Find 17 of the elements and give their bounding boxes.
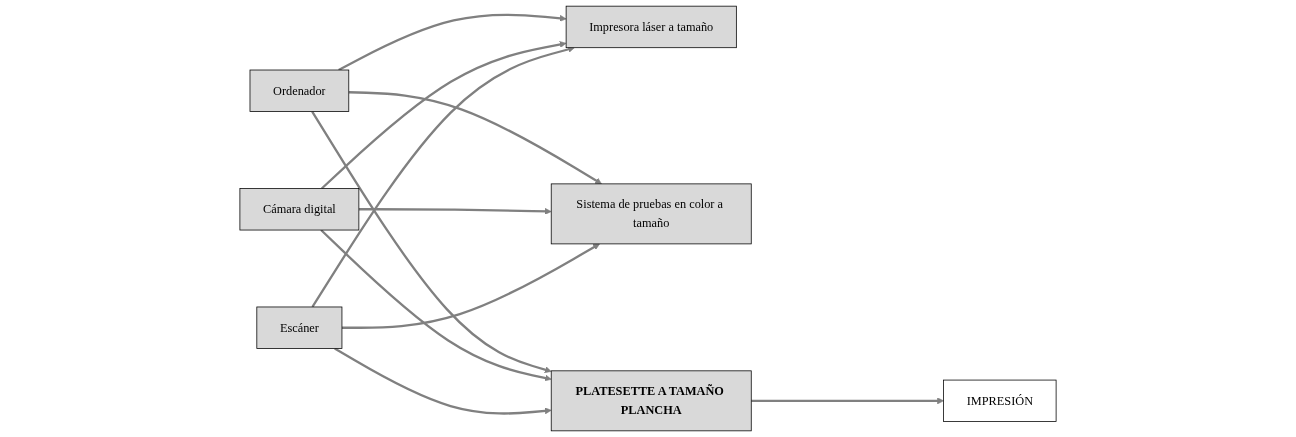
arrow — [348, 91, 602, 185]
arrow — [311, 110, 552, 373]
arrow — [358, 208, 552, 215]
arrow — [751, 397, 944, 405]
node-box: Impresora láser a tamaño — [565, 5, 737, 49]
arrow — [320, 41, 567, 190]
node-box: Ordenador — [249, 69, 350, 112]
arrow — [341, 243, 600, 329]
node-box: PLATESETTE A TAMAÑO PLANCHA — [550, 370, 752, 432]
node-box: Escáner — [256, 306, 343, 349]
node-box: Cámara digital — [239, 188, 360, 231]
node-box: IMPRESIÓN — [943, 379, 1057, 422]
arrow — [311, 46, 575, 308]
arrow — [334, 347, 552, 415]
node-box: Sistema de pruebas en color a tamaño — [550, 183, 752, 245]
arrow — [320, 229, 552, 382]
arrow — [338, 13, 567, 72]
